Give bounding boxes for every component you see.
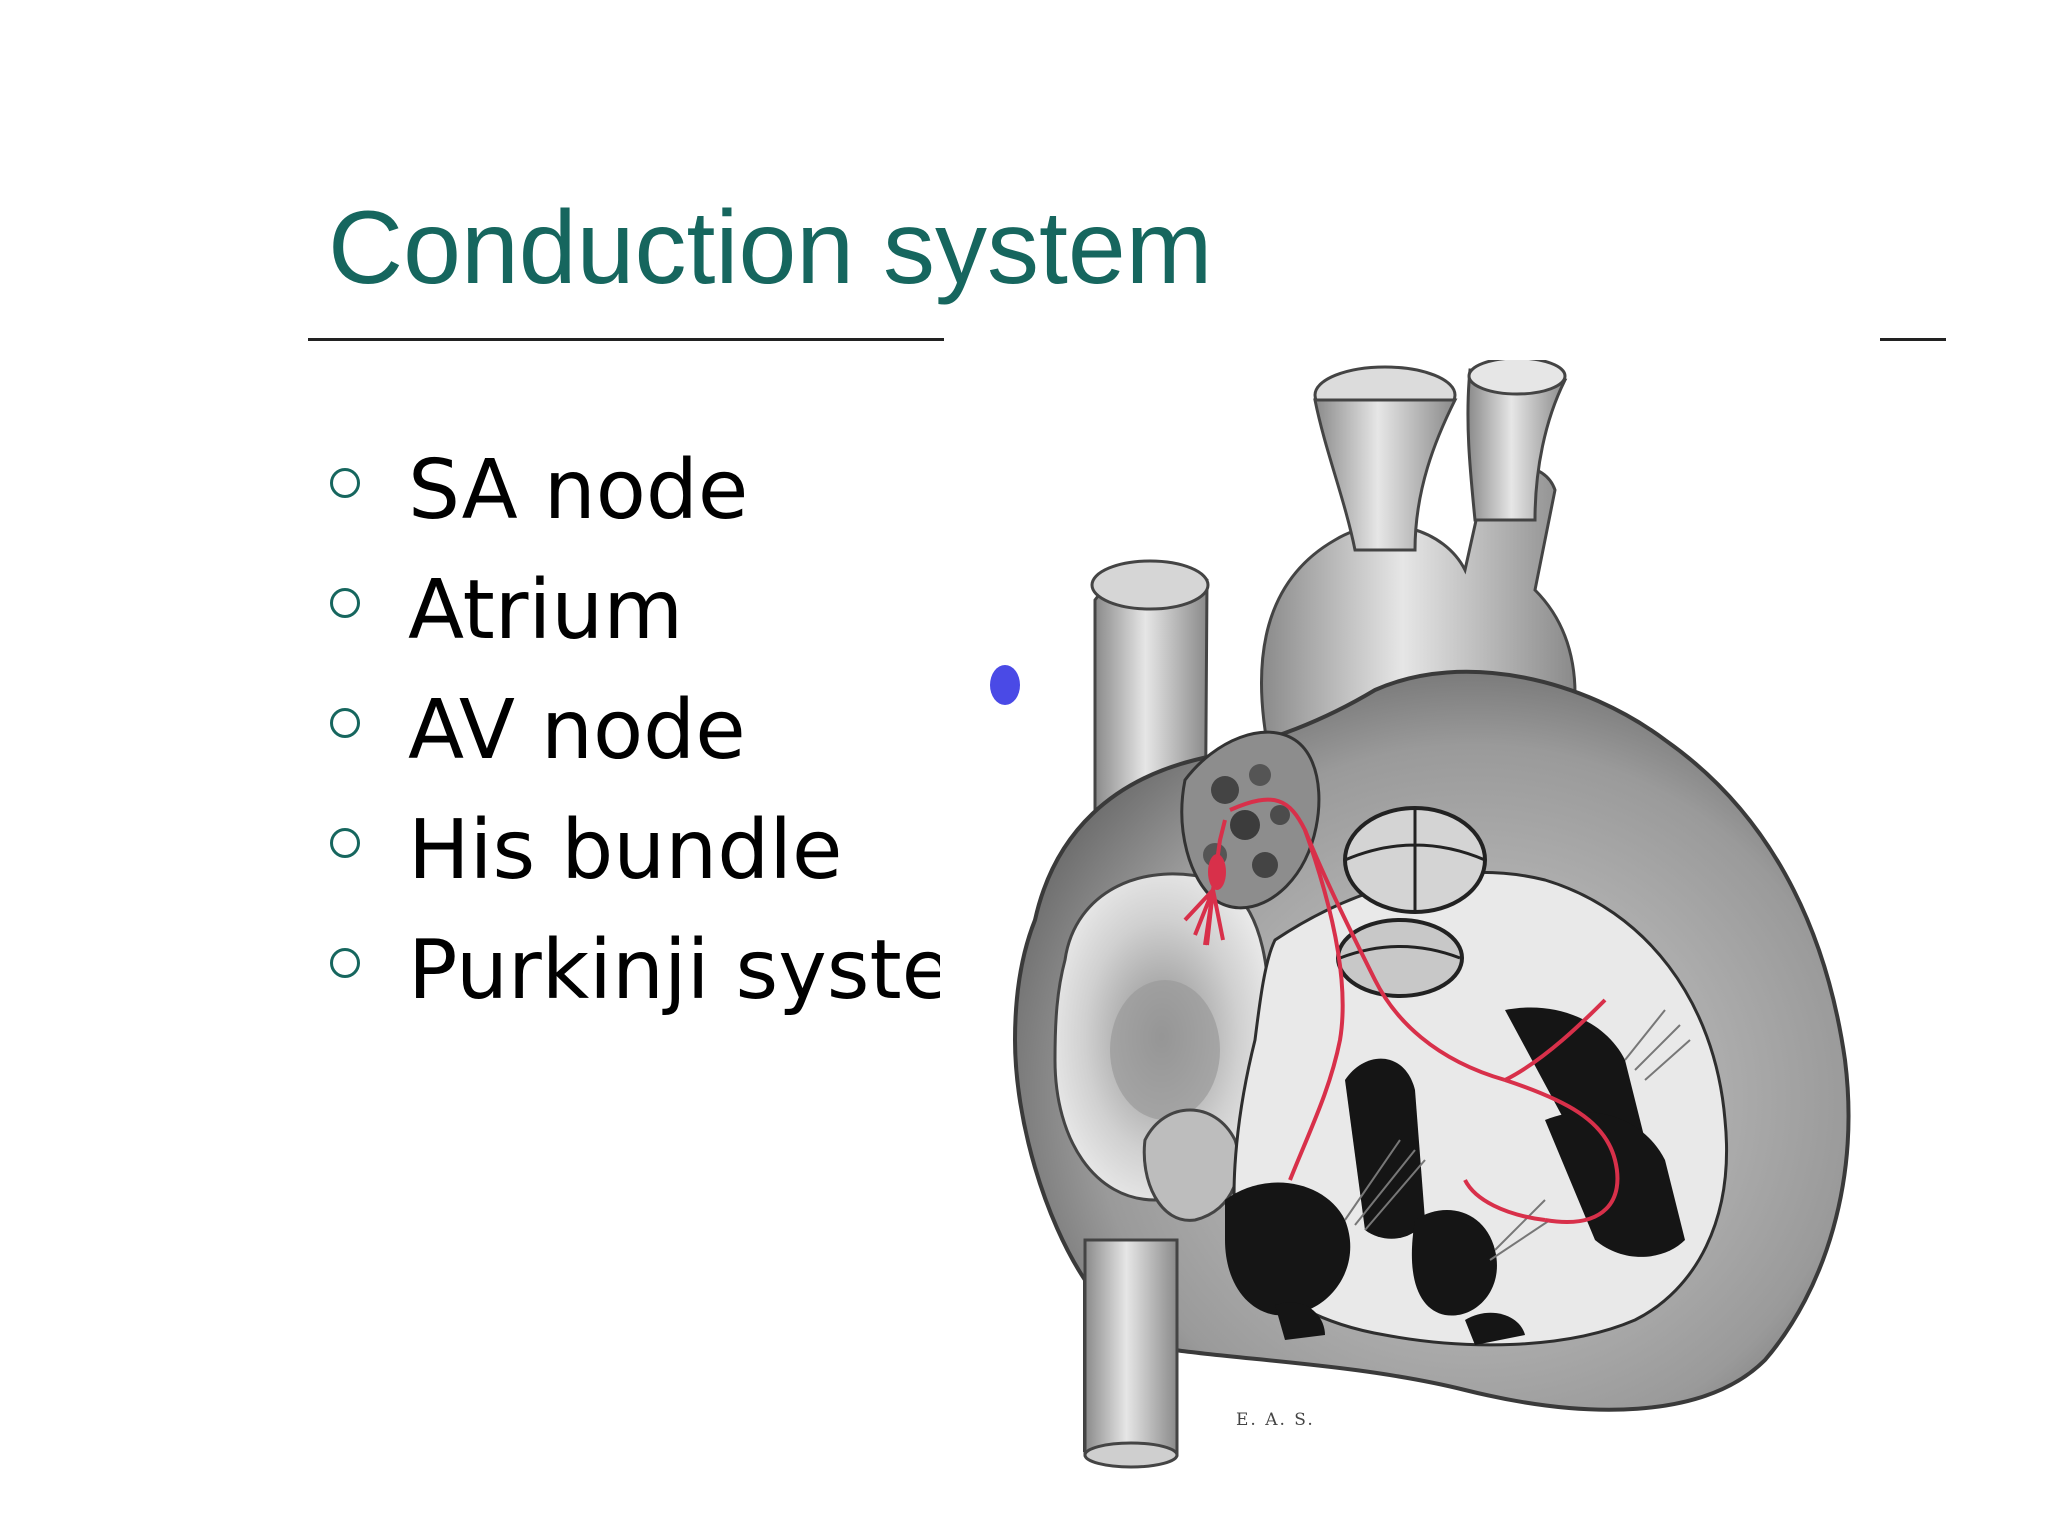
hollow-circle-bullet-icon [330,948,360,978]
pulmonary-valve [1336,918,1464,998]
title-rule-right [1880,338,1946,341]
bullet-item: AV node [330,670,940,790]
papillary-muscles [1225,1007,1685,1345]
bullet-item: His bundle [330,790,940,910]
hollow-circle-bullet-icon [330,828,360,858]
conduction-pathway [1183,797,1620,1224]
av-node [1208,854,1226,890]
bullet-item: SA node [330,430,940,550]
hollow-circle-bullet-icon [330,708,360,738]
bullet-list: SA node Atrium AV node His bundle Purkin… [330,430,940,1030]
title-rule-left [308,338,944,341]
aortic-arch [1260,360,1577,782]
bullet-item: Purkinji system [330,910,940,1030]
heart-cross-section-illustration [990,360,1851,1469]
hollow-circle-bullet-icon [330,468,360,498]
inferior-vena-cava [1083,1238,1179,1457]
bullet-item: Atrium [330,550,940,670]
chordae-tendineae [1344,1009,1691,1261]
figure-credit: E. A. S. [1236,1410,1315,1430]
slide-title: Conduction system [328,190,1213,306]
hollow-circle-bullet-icon [330,588,360,618]
sa-node [990,665,1020,705]
aortic-valve [1343,806,1487,914]
